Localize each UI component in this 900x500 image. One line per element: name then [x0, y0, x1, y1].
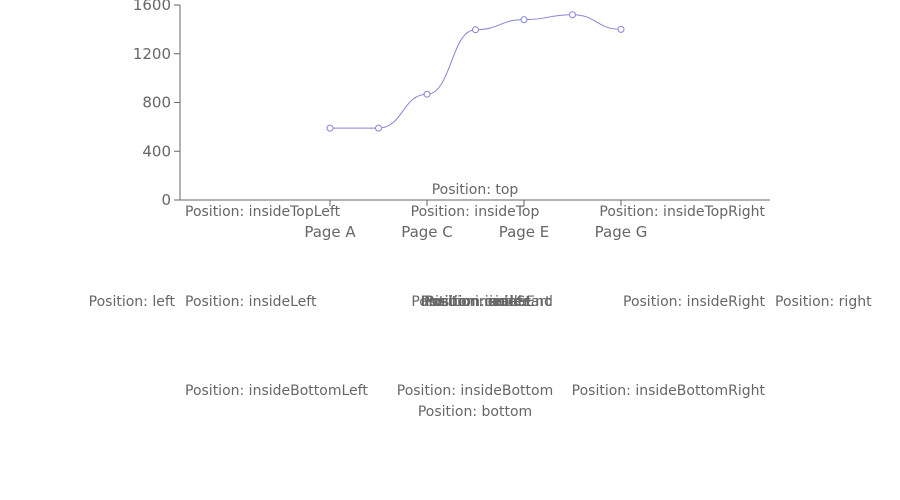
- label-position-inside-top-left: Position: insideTopLeft: [185, 204, 341, 220]
- label-position-center-overlap: Position: insideEnd: [421, 294, 553, 310]
- label-position-inside-bottom-left: Position: insideBottomLeft: [185, 383, 368, 399]
- y-tick-label: 800: [142, 94, 171, 112]
- y-tick-label: 1600: [133, 0, 171, 14]
- y-tick-label: 400: [142, 142, 171, 160]
- data-point: [569, 11, 576, 19]
- data-point: [326, 124, 334, 132]
- data-point: [423, 90, 431, 98]
- y-axis: 0 400 800 1200 1600: [133, 0, 181, 209]
- x-tick-label: Page A: [304, 223, 356, 241]
- data-point: [472, 26, 479, 34]
- label-position-top: Position: top: [432, 182, 519, 198]
- x-tick-label: Page G: [595, 223, 648, 241]
- label-position-center-overlap: Position: center: [421, 294, 530, 310]
- x-tick-label: Page E: [499, 223, 550, 241]
- y-tick-label: 1200: [133, 45, 171, 63]
- label-position-center-overlap: Position: insideStart: [411, 294, 551, 310]
- label-position-inside-right: Position: insideRight: [623, 294, 766, 310]
- label-position-inside-top: Position: insideTop: [411, 204, 540, 220]
- y-tick-label: 0: [161, 191, 171, 209]
- x-axis: Page A Page C Page E Page G: [180, 199, 770, 241]
- data-point: [617, 25, 625, 33]
- data-point: [375, 124, 382, 132]
- label-position-left: Position: left: [89, 294, 176, 310]
- data-point: [520, 16, 528, 24]
- label-position-right: Position: right: [775, 294, 872, 310]
- label-position-bottom: Position: bottom: [418, 404, 532, 420]
- x-tick-labels: Page A Page C Page E Page G: [304, 200, 647, 241]
- label-position-center-overlap: Position: end: [424, 294, 514, 310]
- position-labels: Position: top Position: insideTopLeft Po…: [89, 182, 872, 420]
- label-position-inside-bottom: Position: insideBottom: [397, 383, 553, 399]
- label-position-inside-bottom-right: Position: insideBottomRight: [572, 383, 766, 399]
- label-position-center-overlap: Position: inside: [425, 294, 530, 310]
- y-tick-labels: 0 400 800 1200 1600: [133, 0, 180, 209]
- series-layer: [326, 11, 625, 132]
- label-position-inside-left: Position: insideLeft: [185, 294, 317, 310]
- x-tick-label: Page C: [401, 223, 453, 241]
- label-position-inside-top-right: Position: insideTopRight: [599, 204, 765, 220]
